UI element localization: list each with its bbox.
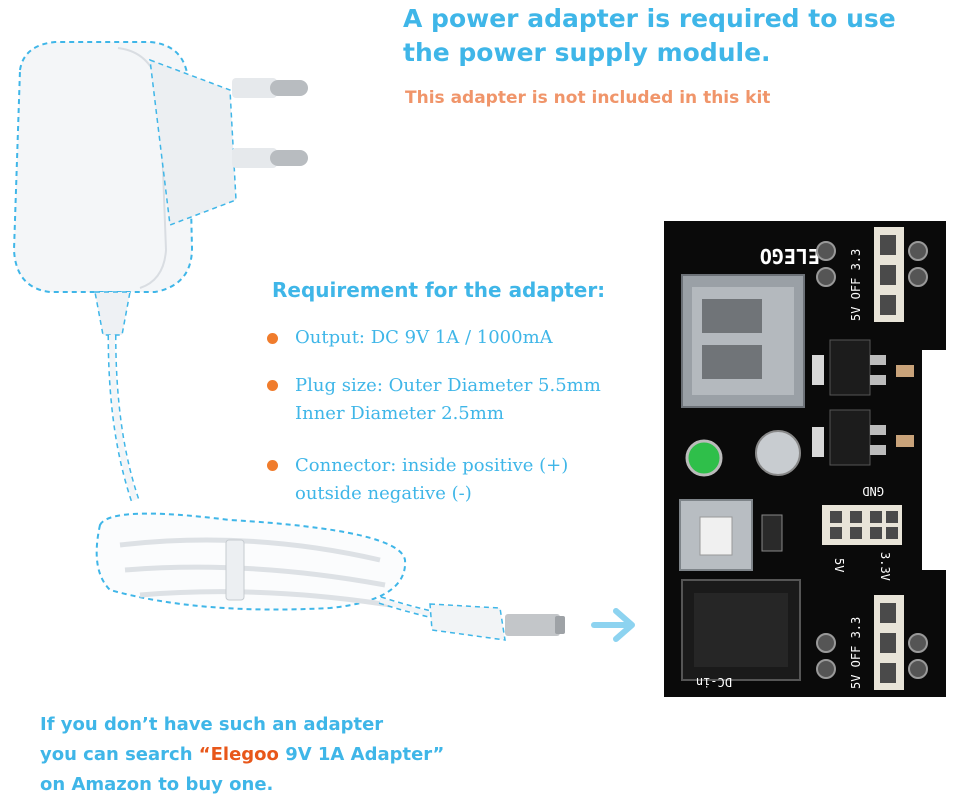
headline-line-2: the power supply module. bbox=[403, 38, 771, 67]
headline: A power adapter is required to use the p… bbox=[403, 2, 896, 70]
adapter-body bbox=[12, 41, 237, 293]
purchase-hint-line-1: If you don’t have such an adapter bbox=[40, 714, 384, 735]
requirement-connector-line-1: Connector: inside positive (+) bbox=[295, 455, 569, 476]
label-3-3v: 3.3V bbox=[878, 552, 892, 581]
brand-name: Elegoo bbox=[210, 744, 279, 765]
gnd-label: GND bbox=[862, 484, 884, 498]
requirement-output: Output: DC 9V 1A / 1000mA bbox=[295, 324, 553, 352]
dc-in-label: DC-in bbox=[696, 675, 732, 689]
power-adapter-illustration bbox=[12, 41, 565, 641]
usb-port bbox=[681, 274, 805, 408]
power-led bbox=[685, 439, 723, 477]
search-prefix: you can search bbox=[40, 744, 199, 765]
power-supply-module: ELEGO 545043 5V OFF 3.3 bbox=[664, 221, 946, 697]
top-jumper-header bbox=[816, 227, 928, 322]
orange-dot-icon bbox=[267, 460, 278, 471]
orange-dot-icon bbox=[267, 333, 278, 344]
headline-line-1: A power adapter is required to use bbox=[403, 4, 896, 33]
close-quote: ” bbox=[432, 744, 445, 765]
bottom-voltage-label: 5V OFF 3.3 bbox=[849, 617, 863, 689]
dc-jack bbox=[681, 579, 801, 681]
requirement-output-line: Output: DC 9V 1A / 1000mA bbox=[295, 327, 553, 348]
search-suffix: 9V 1A Adapter bbox=[278, 744, 433, 765]
top-voltage-label: 5V OFF 3.3 bbox=[849, 249, 863, 321]
requirement-plug-line-1: Plug size: Outer Diameter 5.5mm bbox=[295, 375, 601, 396]
diode bbox=[761, 514, 783, 552]
requirement-plug-size: Plug size: Outer Diameter 5.5mm Inner Di… bbox=[295, 372, 601, 428]
requirement-plug-line-2: Inner Diameter 2.5mm bbox=[295, 403, 504, 424]
board-brand: ELEGO bbox=[760, 244, 820, 268]
label-5v-left: 5V bbox=[832, 558, 846, 572]
adapter-pins bbox=[232, 78, 308, 168]
adapter-cable bbox=[94, 291, 565, 641]
capacitor bbox=[755, 430, 801, 476]
requirement-connector-line-2: outside negative (-) bbox=[295, 483, 472, 504]
requirement-connector: Connector: inside positive (+) outside n… bbox=[295, 452, 568, 508]
orange-dot-icon bbox=[267, 380, 278, 391]
bottom-jumper-header bbox=[816, 595, 928, 690]
purchase-hint-line-3: on Amazon to buy one. bbox=[40, 774, 274, 795]
requirements-title: Requirement for the adapter: bbox=[272, 278, 606, 302]
open-quote: “ bbox=[198, 744, 211, 765]
purchase-hint: If you don’t have such an adapter you ca… bbox=[40, 710, 444, 800]
purchase-hint-line-2: you can search “Elegoo 9V 1A Adapter” bbox=[40, 740, 444, 770]
power-switch bbox=[679, 499, 753, 571]
voltage-regulators bbox=[812, 339, 914, 466]
middle-pin-header bbox=[822, 505, 902, 545]
not-included-note: This adapter is not included in this kit bbox=[405, 88, 771, 108]
right-arrow-icon bbox=[591, 608, 635, 642]
